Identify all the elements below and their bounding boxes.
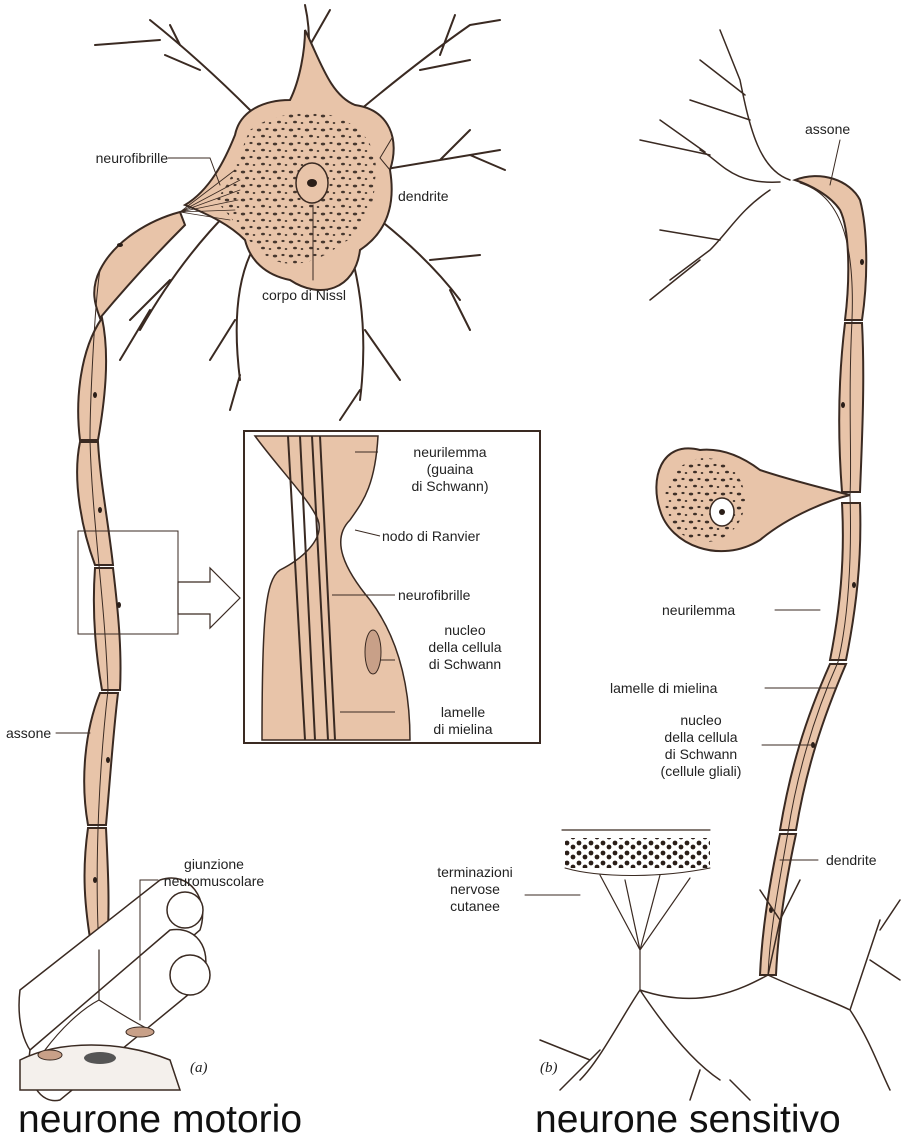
motor-axon [77,212,185,950]
sensory-dendrites [540,880,900,1100]
sensory-neuron [525,30,900,1100]
sensory-axon-terminals [640,30,790,300]
label-assone-motor: assone [6,725,51,742]
label-neurilemma-sensory: neurilemma [662,602,735,619]
panel-label-a: (a) [190,1060,208,1077]
muscle-fibers [19,878,210,1101]
label-lamelle-sensory: lamelle di mielina [610,680,717,697]
caption-motor: neurone motorio [18,1098,302,1142]
caption-sensory: neurone sensitivo [535,1098,841,1142]
label-dendrite-motor: dendrite [398,188,449,205]
label-inset-neurofibrille: neurofibrille [398,587,470,604]
label-neurofibrille-motor: neurofibrille [20,150,168,167]
label-corpo-nissl: corpo di Nissl [262,287,346,304]
label-inset-nodo: nodo di Ranvier [382,528,480,545]
panel-label-b: (b) [540,1060,558,1077]
label-assone-sensory: assone [805,121,850,138]
skin-receptors [562,830,710,990]
label-dendrite-sensory: dendrite [826,852,877,869]
